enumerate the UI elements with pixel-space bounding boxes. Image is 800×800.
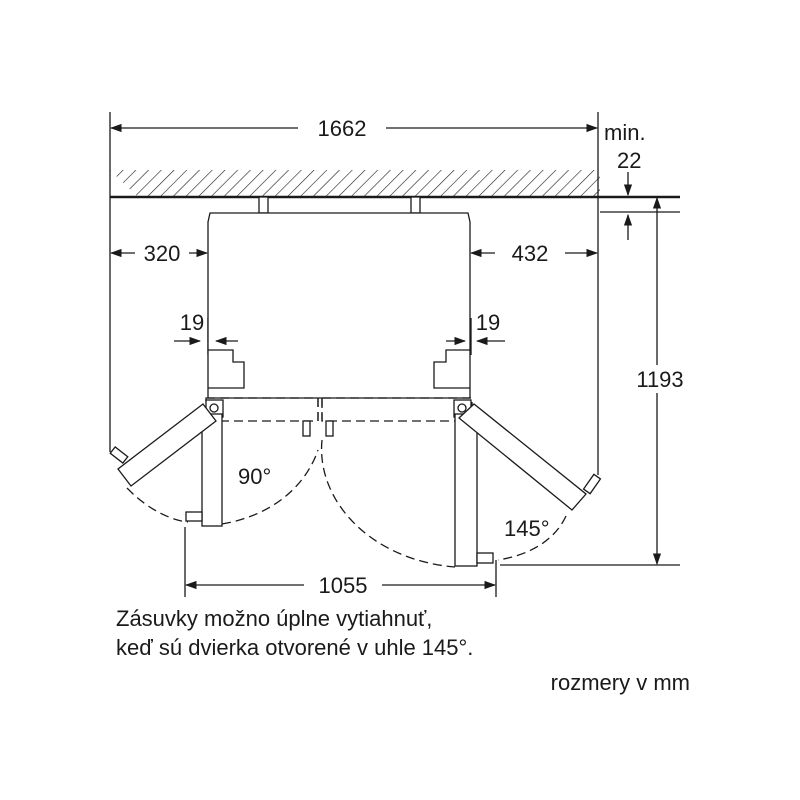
dimension-min-label: min. (604, 120, 646, 145)
wall-hatching (110, 170, 600, 197)
dimension-wall-gap: 22 (617, 148, 641, 173)
angle-left-door: 90° (238, 464, 271, 489)
note-line-2: keď sú dvierka otvorené v uhle 145°. (116, 635, 473, 660)
handle-left (302, 420, 311, 437)
cabinet-step-left (208, 349, 245, 389)
extension-lines (109, 112, 680, 597)
dimension-total-width: 1662 (318, 116, 367, 141)
cabinet-step-right (433, 349, 470, 389)
wall-spacer-right (410, 196, 421, 214)
units-note: rozmery v mm (551, 670, 690, 695)
cabinet-body (207, 212, 471, 399)
dimension-left-clearance: 320 (144, 241, 181, 266)
left-door-open-90 (185, 413, 319, 527)
right-door-open-90 (320, 413, 494, 568)
dimension-right-clearance: 432 (512, 241, 549, 266)
fridge-cabinet (207, 196, 471, 399)
wall (110, 170, 680, 199)
note-line-1: Zásuvky možno úplne vytiahnuť, (116, 606, 432, 631)
right-door-open-145 (458, 403, 602, 561)
angle-right-door: 145° (504, 516, 550, 541)
doors-closed-outline (205, 397, 473, 437)
handle-right (325, 420, 334, 437)
dimension-left-door-edge: 19 (180, 310, 204, 335)
left-door-open-145 (109, 403, 217, 523)
hinges (205, 399, 472, 418)
dimension-right-door-edge: 19 (476, 310, 500, 335)
dimension-open-width: 1055 (319, 573, 368, 598)
dimension-depth-open: 1193 (636, 367, 683, 392)
wall-spacer-left (258, 196, 269, 214)
